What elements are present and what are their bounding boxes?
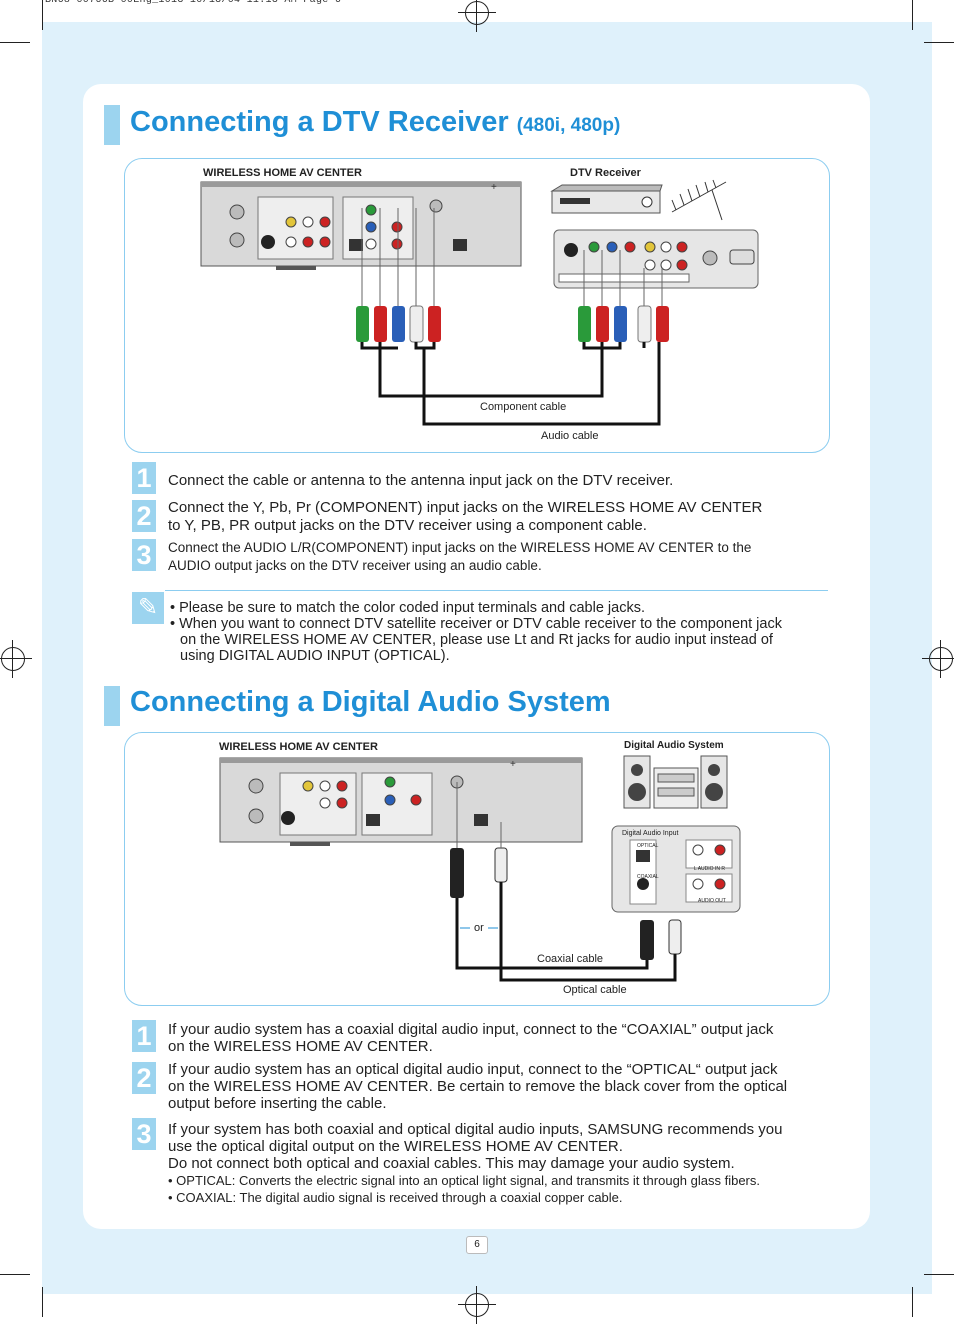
or-label: or xyxy=(474,922,484,934)
audio-cable-label: Audio cable xyxy=(541,430,599,442)
digital-audio-input-panel xyxy=(611,825,741,913)
section-title-digital-audio: Connecting a Digital Audio System xyxy=(130,686,611,718)
step-text-line: on the WIRELESS HOME AV CENTER. xyxy=(168,1038,433,1055)
registration-mark-icon xyxy=(458,1286,496,1324)
step-number: 1 xyxy=(132,462,156,494)
section-title-dtv: Connecting a DTV Receiver (480i, 480p) xyxy=(130,106,621,138)
step-text-line: • COAXIAL: The digital audio signal is r… xyxy=(168,1190,623,1205)
note-divider xyxy=(165,590,828,591)
step-text-line: Connect the AUDIO L/R(COMPONENT) input j… xyxy=(168,540,752,555)
step-number: 2 xyxy=(132,500,156,532)
dtv-receiver-box xyxy=(550,184,663,214)
print-slug: BN68-00766B-00Eng_1013 10/13/04 11:13 AM… xyxy=(45,0,342,6)
dtv-receiver-label: DTV Receiver xyxy=(570,167,641,179)
step-text: If your audio system has a coaxial digit… xyxy=(168,1021,773,1055)
step-number: 3 xyxy=(132,539,156,571)
note-line: using DIGITAL AUDIO INPUT (OPTICAL). xyxy=(180,648,450,664)
dtv-rear-panel xyxy=(553,229,759,289)
step-text-line: Connect the Y, Pb, Pr (COMPONENT) input … xyxy=(168,499,763,516)
step-text-line: use the optical digital output on the WI… xyxy=(168,1138,623,1155)
step-number: 2 xyxy=(132,1062,156,1094)
step-text-line: output before inserting the cable. xyxy=(168,1095,387,1112)
crop-mark xyxy=(0,42,30,43)
digital-audio-system-label: Digital Audio System xyxy=(624,740,724,751)
panel-coaxial-label: COAXIAL xyxy=(637,874,659,880)
note-line: • When you want to connect DTV satellite… xyxy=(170,616,782,632)
page-number: 6 xyxy=(466,1236,488,1254)
av-center-rear-panel: + xyxy=(200,181,522,270)
step-text-line: If your system has both coaxial and opti… xyxy=(168,1121,783,1138)
step-text: Connect the AUDIO L/R(COMPONENT) input j… xyxy=(168,539,751,575)
crop-mark xyxy=(924,42,954,43)
stereo-system-icon xyxy=(623,755,728,809)
svg-text:+: + xyxy=(510,759,516,770)
crop-mark xyxy=(0,1274,30,1275)
crop-mark xyxy=(924,1274,954,1275)
step-text: If your system has both coaxial and opti… xyxy=(168,1121,782,1206)
step-text: Connect the cable or antenna to the ante… xyxy=(168,472,674,489)
av-center-label: WIRELESS HOME AV CENTER xyxy=(203,167,362,179)
antenna-icon xyxy=(671,179,727,221)
svg-text:+: + xyxy=(491,182,497,193)
step-text: If your audio system has an optical digi… xyxy=(168,1061,787,1112)
panel-title: Digital Audio Input xyxy=(622,830,679,837)
crop-mark xyxy=(912,0,913,30)
step-text-line: Do not connect both optical and coaxial … xyxy=(168,1155,735,1172)
optical-cable-label: Optical cable xyxy=(563,984,627,996)
step-number: 3 xyxy=(132,1118,156,1150)
dtv-wiring-illustration: + xyxy=(200,179,759,426)
step-number: 1 xyxy=(132,1020,156,1052)
step-text-line: If your audio system has a coaxial digit… xyxy=(168,1021,774,1038)
panel-audio-in-label: L AUDIO IN R xyxy=(694,866,725,872)
title-accent-bar xyxy=(104,686,120,726)
registration-mark-icon xyxy=(458,0,496,32)
registration-mark-icon xyxy=(0,640,32,678)
crop-mark xyxy=(912,1287,913,1317)
crop-mark xyxy=(42,0,43,30)
digital-audio-wiring-illustration: + xyxy=(219,755,741,982)
note-text: • Please be sure to match the color code… xyxy=(170,600,782,664)
step-text-line: If your audio system has an optical digi… xyxy=(168,1061,778,1078)
panel-optical-label: OPTICAL xyxy=(637,843,659,849)
title-accent-bar xyxy=(104,105,120,145)
component-cable-label: Component cable xyxy=(480,401,567,413)
step-text: Connect the Y, Pb, Pr (COMPONENT) input … xyxy=(168,499,762,534)
step-text-line: • OPTICAL: Converts the electric signal … xyxy=(168,1173,760,1188)
step-text-line: to Y, PB, PR output jacks on the DTV rec… xyxy=(168,517,647,534)
coaxial-cable-label: Coaxial cable xyxy=(537,953,604,965)
pencil-icon: ✎ xyxy=(132,592,164,624)
registration-mark-icon xyxy=(922,640,954,678)
av-center-label: WIRELESS HOME AV CENTER xyxy=(219,741,378,753)
note-line: on the WIRELESS HOME AV CENTER, please u… xyxy=(180,632,773,648)
av-center-rear-panel: + xyxy=(219,757,583,846)
component-plugs-av-center xyxy=(356,208,441,343)
step-text-line: AUDIO output jacks on the DTV receiver u… xyxy=(168,558,542,573)
step-text-line: on the WIRELESS HOME AV CENTER. Be certa… xyxy=(168,1078,788,1095)
crop-mark xyxy=(42,1287,43,1317)
panel-audio-out-label: AUDIO OUT xyxy=(698,898,726,904)
note-line: • Please be sure to match the color code… xyxy=(170,600,645,616)
